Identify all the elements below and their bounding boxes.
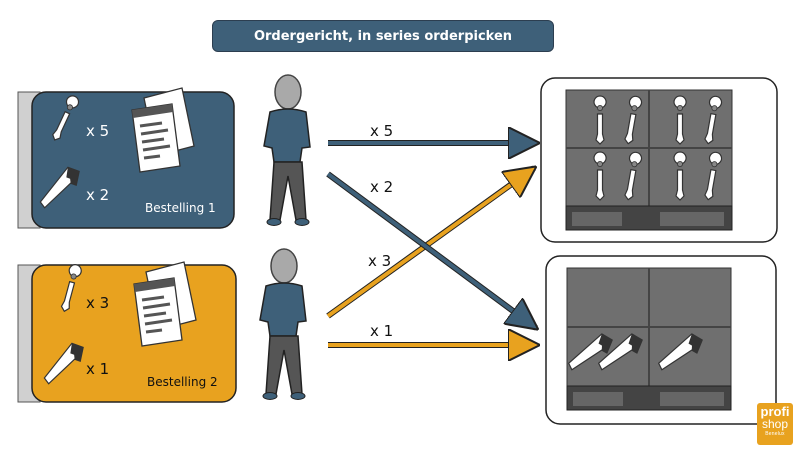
arrow-order1-saws: x 2 [328,174,536,328]
saw-rack [546,256,776,424]
order-1-saw-qty: x 2 [86,186,109,204]
order-2-saw-qty: x 1 [86,360,109,378]
order-card-1: x 5 x 2 Bestelling 1 [18,88,234,228]
order-1-label: Bestelling 1 [145,201,216,215]
order-1-wrench-qty: x 5 [86,122,109,140]
picker-person-1 [264,75,310,226]
logo-line-2: shop [762,418,788,430]
wrench-rack [541,78,777,242]
arrow-order2-saws: x 1 [328,322,536,345]
arrow-label-2: x 2 [370,178,393,196]
logo-line-3: Benelux [765,432,784,437]
profishop-logo: profi shop Benelux [757,403,793,445]
arrow-label-4: x 1 [370,322,393,340]
order-card-2: x 3 x 1 Bestelling 2 [18,262,236,402]
picker-person-2 [260,249,306,400]
arrow-order2-wrenches: x 3 [328,168,534,316]
arrow-label-1: x 5 [370,122,393,140]
arrow-label-3: x 3 [368,252,391,270]
order-2-wrench-qty: x 3 [86,294,109,312]
order-2-label: Bestelling 2 [147,375,218,389]
arrow-order1-wrenches: x 5 [328,122,536,143]
